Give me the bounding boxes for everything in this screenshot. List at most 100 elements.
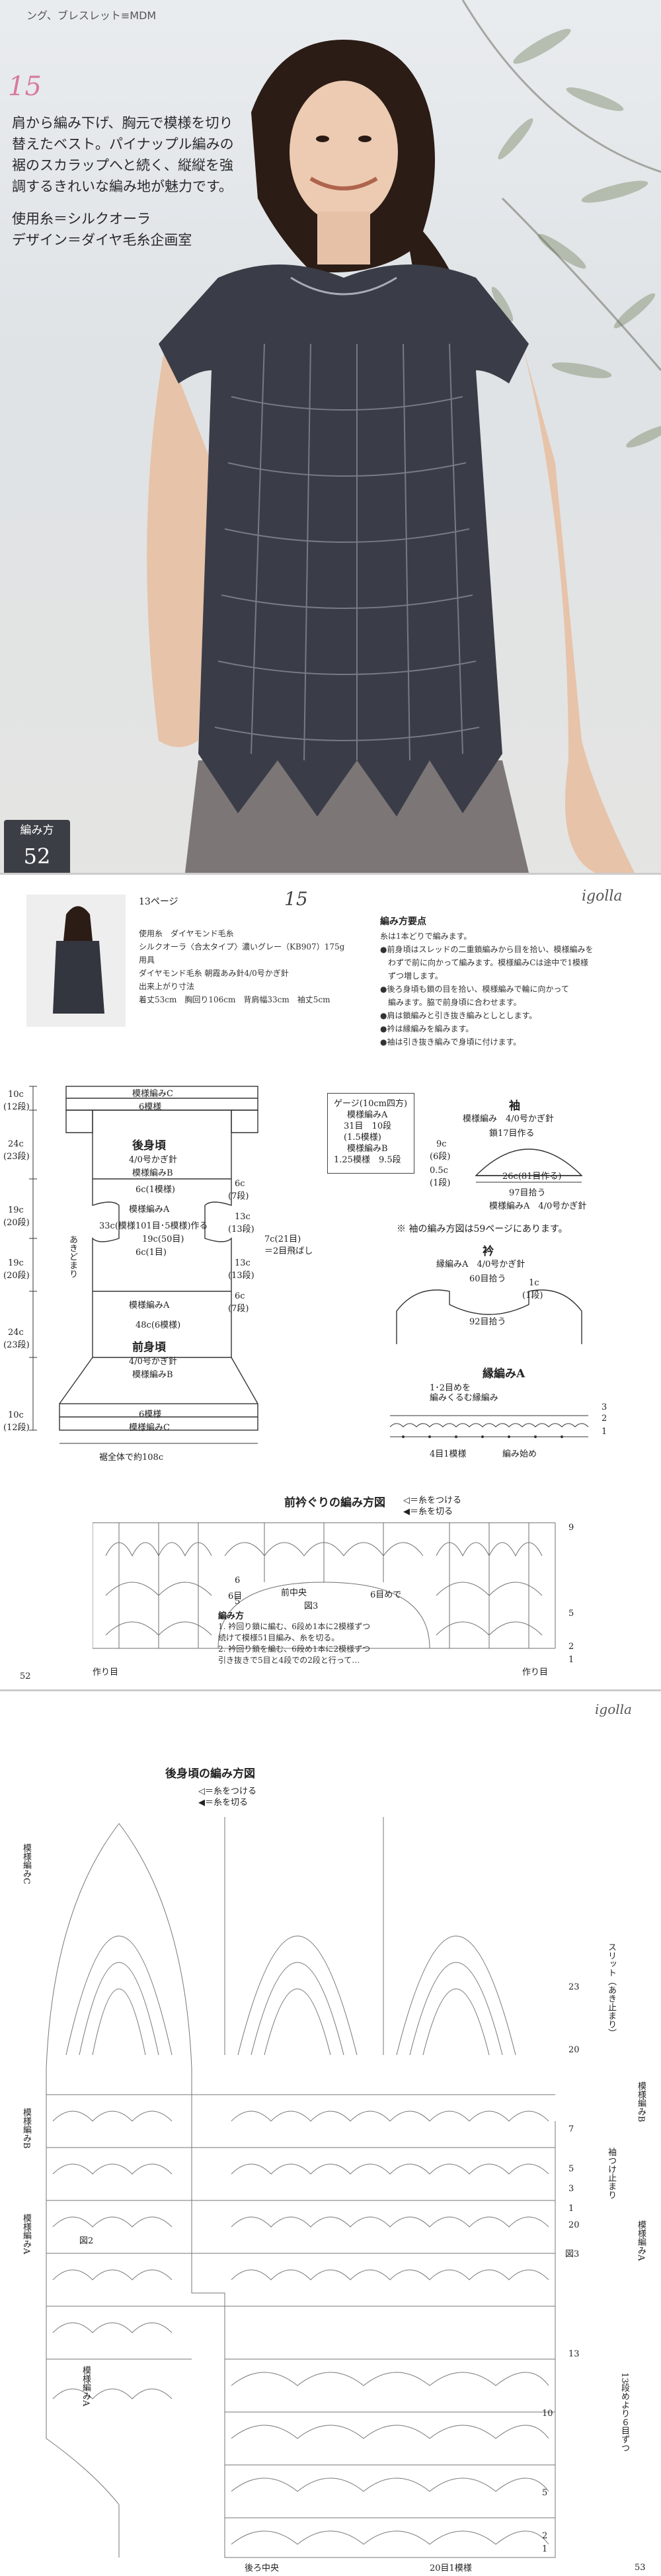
back-body-chart [46,1817,556,2558]
gauge-b-val: 1.25模様 9.5段 [334,1155,401,1165]
edge-a-r1: 1 [602,1427,607,1437]
front-marker: 図3 [304,1601,319,1611]
mid-patt-a-2: 模様編みA [129,1301,170,1310]
back-body-title: 後身頃 [132,1139,166,1152]
top-patt-c: 模様編みC [132,1089,173,1099]
gauge-a-val: 31目 10段 [344,1121,392,1131]
front-chart-legend1: ◁＝糸をつける [403,1496,461,1506]
collar-1row: (1段) [522,1291,543,1301]
sleeve-bottom-patt: 模様編みA 4/0号かぎ針 [489,1201,587,1211]
side-20: (20段) [3,1218,30,1228]
back-legend-1: ◁＝糸をつける [198,1787,256,1796]
points-line-1: 糸は1本どりで編みます。 [380,932,472,941]
intro-line-4: 調するきれいな編み地が魅力です。 [12,179,233,194]
row-3: 3 [568,2184,574,2194]
front-body-title: 前身頃 [132,1341,166,1354]
sleeve-1row: (1段) [430,1178,451,1188]
row-13: 13 [568,2349,580,2359]
materials-line-4: ダイヤモンド毛糸 朝霞あみ針4/0号かぎ針 [139,969,289,978]
points-line-6: 編みます。脇で前身頃に合わせます。 [380,998,522,1007]
points-line-4: ずつ増します。 [380,971,443,981]
points-line-8: ●衿は縁編みを編みます。 [380,1024,474,1033]
row-5b: 5 [542,2488,548,2498]
bottom-six: 6模様 [139,1410,162,1420]
hem-total: 裾全体で約108c [99,1453,164,1463]
right-sleeve-stop: 袖つけ止まり [606,2148,616,2199]
collar-title: 衿 [483,1245,494,1258]
bottom-patt-c: 模様編みC [129,1423,170,1433]
front-bottom-left: 作り目 [93,1668,119,1677]
front-right-6: 6目めで [370,1590,402,1600]
front-bottom-right: 作り目 [522,1668,549,1677]
edge-a-chart [390,1415,589,1438]
materials-line-6: 着丈53cm 胸回り106cm 背肩幅33cm 袖丈5cm [139,995,330,1004]
points-line-9: ●袖は引き抜き編みで身頃に付けます。 [380,1037,522,1047]
collar-92: 92目拾う [469,1317,506,1327]
sleeve-9c: 9c [436,1139,447,1149]
gauge-a: 模様編みA [347,1110,388,1120]
points-title: 編み方要点 [380,916,426,927]
front-chart-legend2: ◀＝糸を切る [403,1507,453,1517]
right-6c: 6c [235,1179,245,1189]
points-line-5: ●後ろ身頃も鎖の目を拾い、模様編みで輪に向かって [380,985,569,994]
gauge-box [327,1093,414,1174]
pattern-number: 15 [8,71,42,102]
right-13: (13段) [228,1225,254,1234]
side-10c-2: 10c [8,1410,24,1420]
side-20-2: (20段) [3,1271,30,1281]
collar-1c: 1c [529,1278,539,1288]
back-hook: 4/0号かぎ針 [129,1155,177,1165]
back-legend-2: ◀＝糸を切る [198,1798,248,1808]
sleeve-shape [475,1148,583,1183]
back-repeat: 20目1模様 [430,2563,472,2573]
left-patt-c: 模様編みC [21,1843,31,1884]
edge-a-title: 縁編みA [483,1367,525,1381]
page-number-53: 53 [635,2563,646,2573]
mid-patt-a: 模様編みA [129,1205,170,1215]
design-label: デザイン＝ダイヤ毛糸企画室 [12,232,192,248]
photo-illustration [147,0,661,873]
top-six: 6模様 [139,1102,162,1112]
edge-a-note2: 編みくるむ縁編み [430,1393,498,1403]
patt-19: 19c(50目) [142,1234,184,1244]
sleeve-26c: 26c(81目作る) [502,1172,562,1182]
intro-line-3: 裾のスカラップへと続く、縦縦を強 [12,157,233,173]
side-24c-2: 24c [8,1328,24,1338]
left-patt-b: 模様編みB [21,2108,31,2149]
six-c: 6c(1模様) [136,1185,175,1195]
front-note-1: 1. 衿回り鎖に編む、6段め1本に2模様ずつ [218,1622,371,1631]
front-48: 48c(6模様) [136,1320,181,1330]
right-slit: スリット（あき止まり） [606,1943,616,2037]
marker-right: 図3 [565,2249,580,2259]
side-19c-2: 19c [8,1258,24,1268]
intro-line-1: 肩から編み下げ、胸元で模様を切り [12,115,233,131]
edge-a-start: 編み始め [502,1449,537,1459]
right-13-2: (13段) [228,1271,254,1281]
row-1: 1 [568,2204,574,2214]
row-10: 10 [542,2409,553,2419]
left-patt-a-2: 模様編みA [81,2366,91,2407]
back-center: 後ろ中央 [245,2563,280,2573]
points-line-2: ●前身頃はスレッドの二重鎖編みから目を拾い、模様編みを [380,945,594,954]
arm-7c: 7c(21目) [264,1234,301,1244]
badge-page-number: 52 [4,840,70,873]
back-chart-title: 後身頃の編み方図 [165,1767,255,1781]
row-2: 2 [542,2531,548,2541]
sleeve-note: ※ 袖の編み方図は59ページにあります。 [397,1224,568,1234]
materials-line-5: 出来上がり寸法 [139,982,195,991]
side-23-2: (23段) [3,1340,30,1350]
sleeve-patt: 模様編み 4/0号かぎ針 [463,1114,554,1124]
front-hook: 4/0号かぎ針 [129,1357,177,1367]
thumbnail-photo [26,895,126,1027]
body-schematic [29,1086,258,1444]
edge-a-r3: 3 [602,1402,607,1412]
collar-patt: 縁編みA 4/0号かぎ針 [436,1260,525,1269]
front-left-row-6: 6 [235,1576,241,1586]
collar-60: 60目拾う [469,1274,506,1284]
front-note-2: 続けて模様51目編み、糸を切る。 [218,1633,340,1642]
edge-a-note1: 1･2目めを [430,1383,471,1393]
instructions-page-52: 13ページ 15 igolla 使用糸 ダイヤモンド毛糸 シルクオーラ〈合太タイ… [0,873,661,1691]
front-center: 前中央 [281,1588,307,1598]
points-line-3: わずで前に向かって編みます。模様編みCは途中で1模様 [380,958,589,967]
front-chart-title: 前衿ぐりの編み方図 [284,1496,385,1509]
